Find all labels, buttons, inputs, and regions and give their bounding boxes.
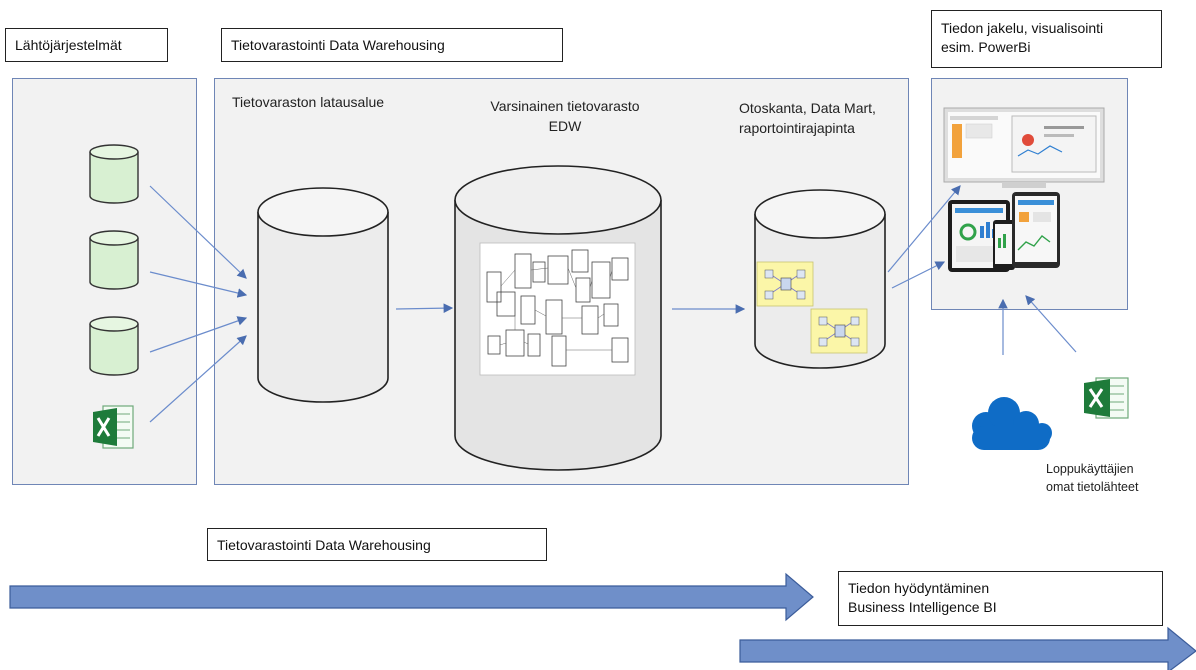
- distribution-title-line1: Tiedon jakelu, visualisointi: [941, 20, 1104, 36]
- distribution-title-line2: esim. PowerBi: [941, 39, 1031, 55]
- edw-label-line2: EDW: [548, 118, 582, 134]
- source-database-icon-2: [89, 230, 139, 290]
- warehousing-timeline-arrow: [9, 572, 814, 622]
- end-user-excel-icon: [1084, 377, 1129, 419]
- bi-timeline-arrow: [739, 626, 1196, 670]
- sources-title-box: Lähtöjärjestelmät: [5, 28, 168, 62]
- sources-title: Lähtöjärjestelmät: [15, 37, 122, 53]
- end-user-label: Loppukäyttäjien omat tietolähteet: [1046, 460, 1138, 496]
- source-database-icon-1: [89, 144, 139, 204]
- datamart-label: Otoskanta, Data Mart, raportointirajapin…: [739, 98, 876, 138]
- end-user-label-line2: omat tietolähteet: [1046, 480, 1139, 494]
- devices-icon: [943, 107, 1105, 272]
- star-schema-2: [810, 308, 868, 354]
- bi-timeline-box: Tiedon hyödyntäminen Business Intelligen…: [838, 571, 1163, 626]
- cloud-icon: [950, 370, 1064, 466]
- edw-schema-diagram: [479, 242, 636, 376]
- bi-timeline-line1: Tiedon hyödyntäminen: [848, 580, 990, 596]
- staging-cylinder: [257, 187, 389, 403]
- source-database-icon-3: [89, 316, 139, 376]
- bi-timeline-line2: Business Intelligence BI: [848, 599, 997, 615]
- end-user-label-line1: Loppukäyttäjien: [1046, 462, 1134, 476]
- distribution-title-box: Tiedon jakelu, visualisointi esim. Power…: [931, 10, 1162, 68]
- warehousing-timeline-box: Tietovarastointi Data Warehousing: [207, 528, 547, 561]
- datamart-label-line1: Otoskanta, Data Mart,: [739, 100, 876, 116]
- warehousing-timeline-label: Tietovarastointi Data Warehousing: [217, 537, 431, 553]
- warehousing-title-box: Tietovarastointi Data Warehousing: [221, 28, 563, 62]
- edw-label-line1: Varsinainen tietovarasto: [490, 98, 640, 114]
- edw-label: Varsinainen tietovarasto EDW: [450, 96, 680, 136]
- datamart-label-line2: raportointirajapinta: [739, 120, 855, 136]
- star-schema-1: [756, 261, 814, 307]
- source-excel-icon: [93, 405, 134, 449]
- staging-label: Tietovaraston latausalue: [232, 94, 385, 110]
- warehousing-title: Tietovarastointi Data Warehousing: [231, 37, 445, 53]
